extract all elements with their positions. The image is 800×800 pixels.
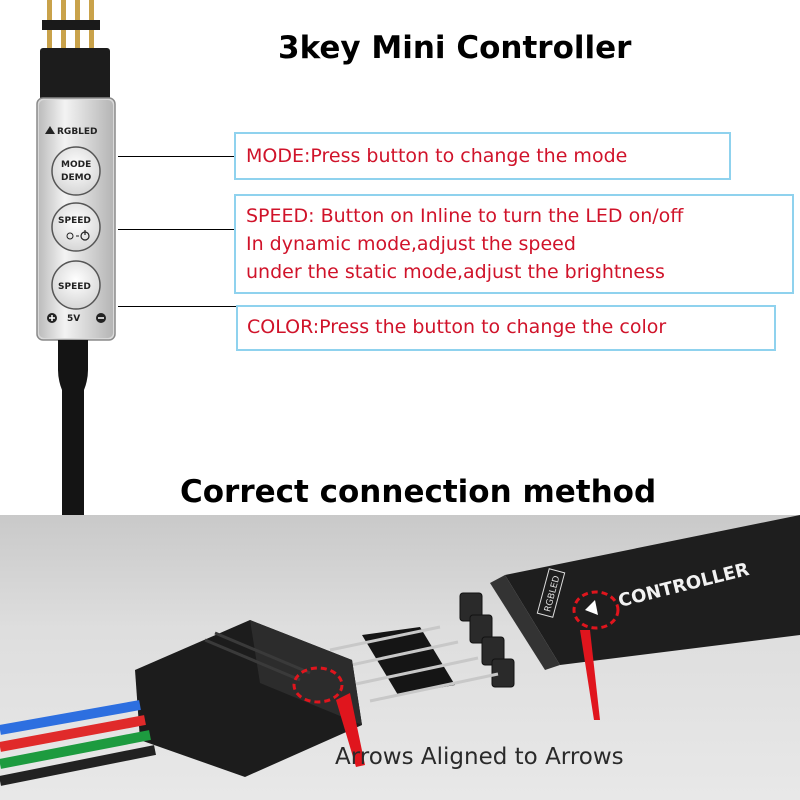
mini-controller-illustration: RGBLED MODE DEMO SPEED SPEED 5V: [36, 0, 116, 515]
pin-header: [329, 625, 499, 703]
speed-button-label-top: SPEED: [58, 216, 91, 226]
color-callout-text: COLOR:Press the button to change the col…: [247, 316, 667, 338]
speed-power-button[interactable]: [51, 202, 101, 252]
speed-callout-line-3: under the static mode,adjust the brightn…: [246, 261, 665, 283]
color-button[interactable]: [51, 260, 101, 310]
controller-socket: [459, 592, 515, 688]
header-pins: [42, 0, 100, 48]
speed-callout-line-1: SPEED: Button on Inline to turn the LED …: [246, 205, 684, 227]
brand-label: RGBLED: [57, 127, 98, 137]
connector-arrow-highlight: [292, 666, 344, 704]
connector-block: [40, 48, 110, 100]
mode-callout-text: MODE:Press button to change the mode: [246, 145, 628, 167]
mode-button-label-2: DEMO: [61, 173, 92, 183]
right-pointer-arrow: [580, 630, 600, 720]
left-pointer-arrow: [336, 693, 365, 767]
speed-button-label-bottom: SPEED: [58, 282, 91, 292]
mode-button-label-1: MODE: [61, 160, 91, 170]
controller-arrow-mark: [585, 600, 598, 615]
cable: [58, 340, 88, 515]
speed-callout: SPEED: Button on Inline to turn the LED …: [234, 194, 794, 294]
brightness-power-icon: [66, 230, 90, 241]
rgb-wires: [0, 700, 156, 786]
strip-connector: [135, 620, 362, 777]
mode-button[interactable]: [51, 146, 101, 196]
controller-housing: [505, 515, 800, 665]
color-callout: COLOR:Press the button to change the col…: [236, 305, 776, 351]
controller-arrow-highlight: [572, 590, 620, 630]
mode-leader-line: [118, 156, 234, 157]
speed-callout-line-2: In dynamic mode,adjust the speed: [246, 233, 576, 255]
connection-illustration: CONTROLLER RGBLED: [0, 515, 800, 786]
color-leader-line: [118, 306, 236, 307]
voltage-label: 5V: [67, 314, 80, 324]
page-title: 3key Mini Controller: [278, 30, 632, 66]
connection-photo: CONTROLLER RGBLED: [0, 515, 800, 800]
mode-callout: MODE:Press button to change the mode: [234, 132, 731, 180]
caption: Arrows Aligned to Arrows: [335, 744, 624, 770]
section-title: Correct connection method: [180, 474, 657, 510]
speed-leader-line: [118, 229, 234, 230]
